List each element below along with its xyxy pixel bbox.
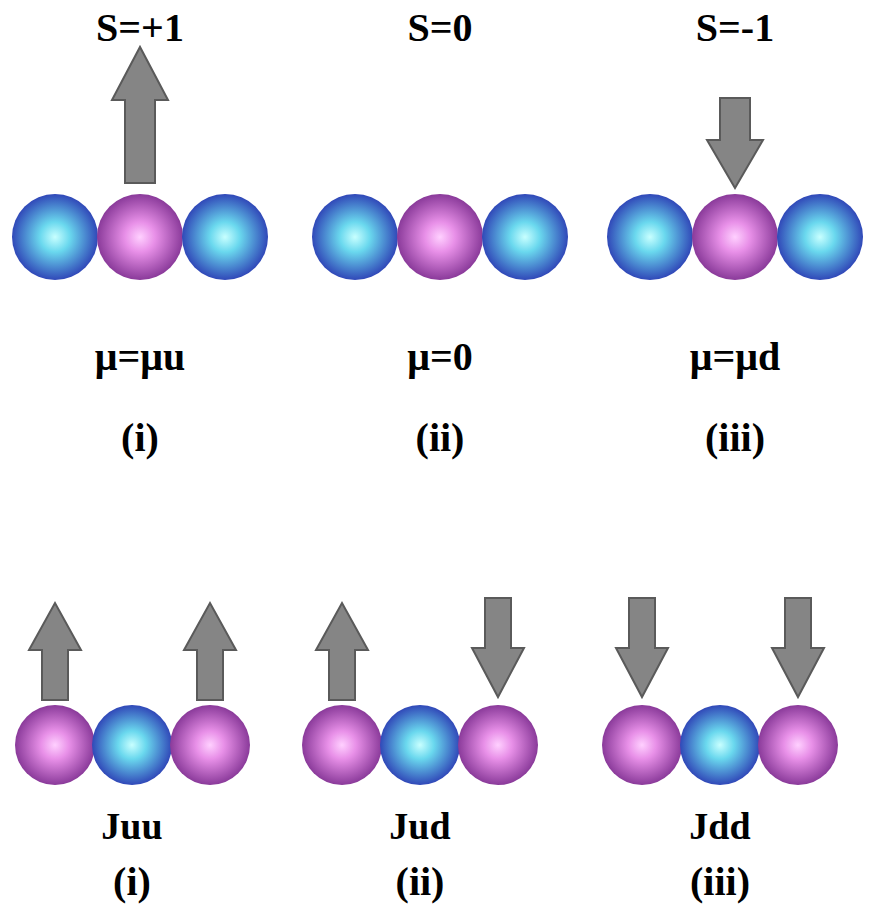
spin-label: S=0 <box>407 8 472 48</box>
spin-arrows-top <box>112 47 763 188</box>
spin-label: S=+1 <box>96 8 184 48</box>
blue-atom <box>92 705 172 785</box>
blue-atom <box>482 194 568 280</box>
pink-atom <box>602 705 682 785</box>
case-number: (ii) <box>416 418 465 458</box>
pink-atom <box>692 194 778 280</box>
case-number: (iii) <box>690 862 750 902</box>
blue-atom <box>777 194 863 280</box>
pink-atom <box>302 705 382 785</box>
spin-up-arrow <box>316 603 368 700</box>
spin-label: S=-1 <box>696 8 774 48</box>
blue-atom <box>182 194 268 280</box>
spin-arrows-bottom <box>29 598 824 700</box>
spin-down-arrow <box>616 598 668 697</box>
case-number: (ii) <box>396 862 445 902</box>
pink-atom <box>170 705 250 785</box>
case-number: (i) <box>121 418 159 458</box>
blue-atom <box>312 194 398 280</box>
pink-atom <box>97 194 183 280</box>
spin-down-arrow <box>472 598 524 697</box>
pink-atom <box>397 194 483 280</box>
moment-label: μ=μu <box>95 337 185 377</box>
pink-atom <box>15 705 95 785</box>
spin-down-arrow <box>707 98 763 188</box>
moment-label: μ=μd <box>690 337 780 377</box>
blue-atom <box>12 194 98 280</box>
spin-up-arrow <box>29 603 81 700</box>
case-number: (iii) <box>705 418 765 458</box>
coupling-label: Jdd <box>689 807 750 845</box>
moment-label: μ=0 <box>407 337 472 377</box>
atom-chain-bottom <box>15 705 838 785</box>
pink-atom <box>758 705 838 785</box>
blue-atom <box>680 705 760 785</box>
spin-up-arrow <box>112 47 168 183</box>
coupling-label: Jud <box>389 807 450 845</box>
atom-chain-top <box>12 194 863 280</box>
blue-atom <box>380 705 460 785</box>
coupling-label: Juu <box>101 807 162 845</box>
blue-atom <box>607 194 693 280</box>
spin-down-arrow <box>772 598 824 697</box>
pink-atom <box>458 705 538 785</box>
case-number: (i) <box>113 862 151 902</box>
spin-up-arrow <box>184 603 236 700</box>
